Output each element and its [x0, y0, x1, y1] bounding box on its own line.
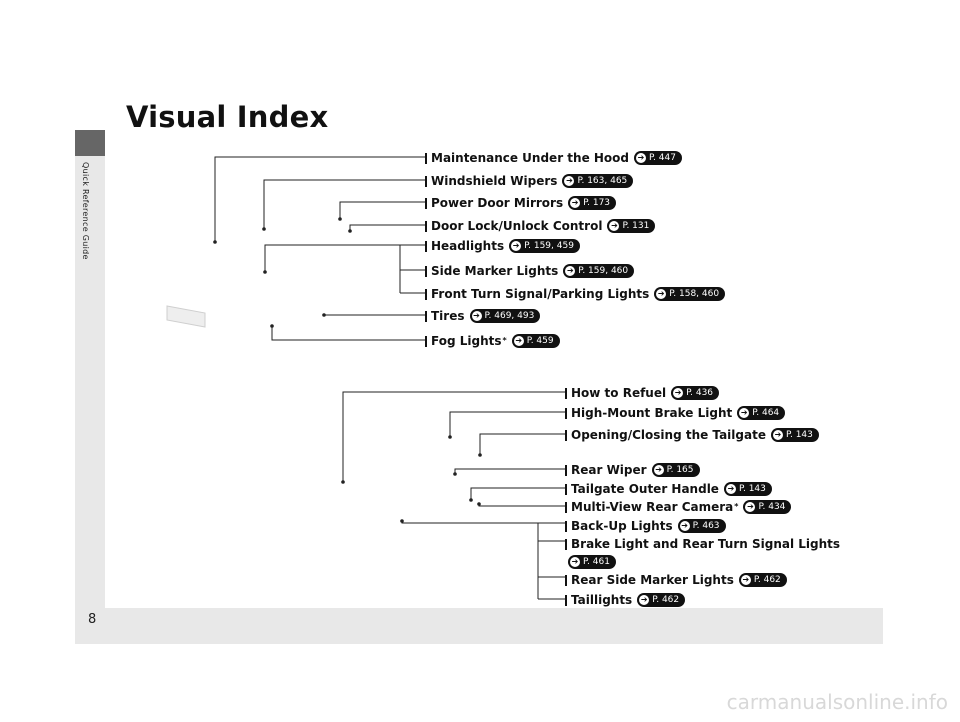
item-label: Tailgate Outer Handle	[571, 482, 719, 496]
index-item[interactable]: Windshield Wipers ➔P. 163, 465	[425, 174, 634, 188]
index-item[interactable]: Rear Wiper ➔P. 165	[565, 463, 700, 477]
arrow-icon: ➔	[565, 266, 576, 276]
item-label: How to Refuel	[571, 386, 667, 400]
page-ref-link[interactable]: ➔P. 143	[770, 428, 819, 442]
page-ref-link[interactable]: ➔P. 463	[677, 519, 726, 533]
arrow-icon: ➔	[740, 575, 751, 585]
section-tab	[75, 130, 105, 156]
page-ref-link[interactable]: ➔P. 173	[568, 196, 617, 210]
page-ref-link[interactable]: ➔P. 159, 459	[509, 239, 580, 253]
index-item[interactable]: Side Marker Lights ➔P. 159, 460	[425, 264, 635, 278]
watermark: carmanualsonline.info	[726, 690, 948, 714]
arrow-icon: ➔	[673, 388, 684, 398]
index-item[interactable]: Brake Light and Rear Turn Signal Lights	[565, 537, 840, 551]
index-item[interactable]: Front Turn Signal/Parking Lights ➔P. 158…	[425, 287, 726, 301]
item-label: Headlights	[431, 239, 505, 253]
item-label: Front Turn Signal/Parking Lights	[431, 287, 650, 301]
arrow-icon: ➔	[471, 311, 482, 321]
arrow-icon: ➔	[725, 484, 736, 494]
index-item[interactable]: How to Refuel ➔P. 436	[565, 386, 720, 400]
item-label: Windshield Wipers	[431, 174, 558, 188]
arrow-icon: ➔	[653, 465, 664, 475]
index-item[interactable]: Back-Up Lights ➔P. 463	[565, 519, 726, 533]
item-label: Fog Lights	[431, 334, 502, 348]
item-label: Door Lock/Unlock Control	[431, 219, 603, 233]
arrow-icon: ➔	[739, 408, 750, 418]
page-ref-link[interactable]: ➔P. 434	[743, 500, 792, 514]
item-label: Rear Wiper	[571, 463, 647, 477]
index-item[interactable]: Maintenance Under the Hood ➔P. 447	[425, 151, 682, 165]
arrow-icon: ➔	[639, 595, 650, 605]
page-ref-link[interactable]: ➔P. 461	[568, 555, 616, 569]
arrow-icon: ➔	[772, 430, 783, 440]
index-item[interactable]: Opening/Closing the Tailgate ➔P. 143	[565, 428, 819, 442]
index-item[interactable]: Fog Lights* ➔P. 459	[425, 334, 560, 348]
arrow-icon: ➔	[745, 502, 756, 512]
item-label: Maintenance Under the Hood	[431, 151, 630, 165]
index-item[interactable]: High-Mount Brake Light ➔P. 464	[565, 406, 786, 420]
side-label: Quick Reference Guide	[81, 162, 90, 260]
page-ref-link[interactable]: ➔P. 165	[651, 463, 700, 477]
item-label: Back-Up Lights	[571, 519, 673, 533]
page-ref-link[interactable]: ➔P. 436	[671, 386, 720, 400]
page-ref-link[interactable]: ➔P. 159, 460	[563, 264, 635, 278]
vehicle-sketch	[166, 305, 206, 328]
arrow-icon: ➔	[564, 176, 575, 186]
index-item[interactable]: Taillights ➔P. 462	[565, 593, 686, 607]
arrow-icon: ➔	[570, 557, 580, 567]
page-ref-link[interactable]: ➔P. 462	[738, 573, 787, 587]
item-label: Tires	[431, 309, 465, 323]
arrow-icon: ➔	[636, 153, 647, 163]
page-ref-link[interactable]: ➔P. 447	[634, 151, 682, 165]
index-item-continued-ref[interactable]: ➔P. 461	[568, 555, 616, 569]
index-item[interactable]: Tailgate Outer Handle ➔P. 143	[565, 482, 772, 496]
index-item[interactable]: Rear Side Marker Lights ➔P. 462	[565, 573, 787, 587]
page-ref-link[interactable]: ➔P. 462	[637, 593, 686, 607]
arrow-icon: ➔	[679, 521, 690, 531]
page-ref-link[interactable]: ➔P. 143	[723, 482, 772, 496]
page-number: 8	[88, 612, 97, 627]
arrow-icon: ➔	[570, 198, 581, 208]
arrow-icon: ➔	[513, 336, 524, 346]
arrow-icon: ➔	[609, 221, 620, 231]
page-ref-link[interactable]: ➔P. 163, 465	[562, 174, 634, 188]
page-ref-link[interactable]: ➔P. 158, 460	[654, 287, 726, 301]
item-label: Side Marker Lights	[431, 264, 559, 278]
item-label: Power Door Mirrors	[431, 196, 564, 210]
page-ref-link[interactable]: ➔P. 131	[607, 219, 656, 233]
page-ref-link[interactable]: ➔P. 464	[737, 406, 786, 420]
index-item[interactable]: Headlights ➔P. 159, 459	[425, 239, 580, 253]
footnote-mark: *	[502, 336, 507, 345]
index-item[interactable]: Power Door Mirrors ➔P. 173	[425, 196, 617, 210]
arrow-icon: ➔	[656, 289, 667, 299]
index-item[interactable]: Tires ➔P. 469, 493	[425, 309, 541, 323]
item-label: High-Mount Brake Light	[571, 406, 733, 420]
index-item[interactable]: Door Lock/Unlock Control ➔P. 131	[425, 219, 656, 233]
page-ref-link[interactable]: ➔P. 459	[511, 334, 560, 348]
item-label: Multi-View Rear Camera	[571, 500, 734, 514]
page-ref-link[interactable]: ➔P. 469, 493	[469, 309, 541, 323]
item-label: Taillights	[571, 593, 633, 607]
index-item[interactable]: Multi-View Rear Camera* ➔P. 434	[565, 500, 792, 514]
item-label: Opening/Closing the Tailgate	[571, 428, 766, 442]
page-title: Visual Index	[126, 100, 329, 134]
footnote-mark: *	[734, 502, 739, 511]
item-label: Rear Side Marker Lights	[571, 573, 734, 587]
item-label: Brake Light and Rear Turn Signal Lights	[571, 537, 841, 551]
arrow-icon: ➔	[511, 241, 522, 251]
